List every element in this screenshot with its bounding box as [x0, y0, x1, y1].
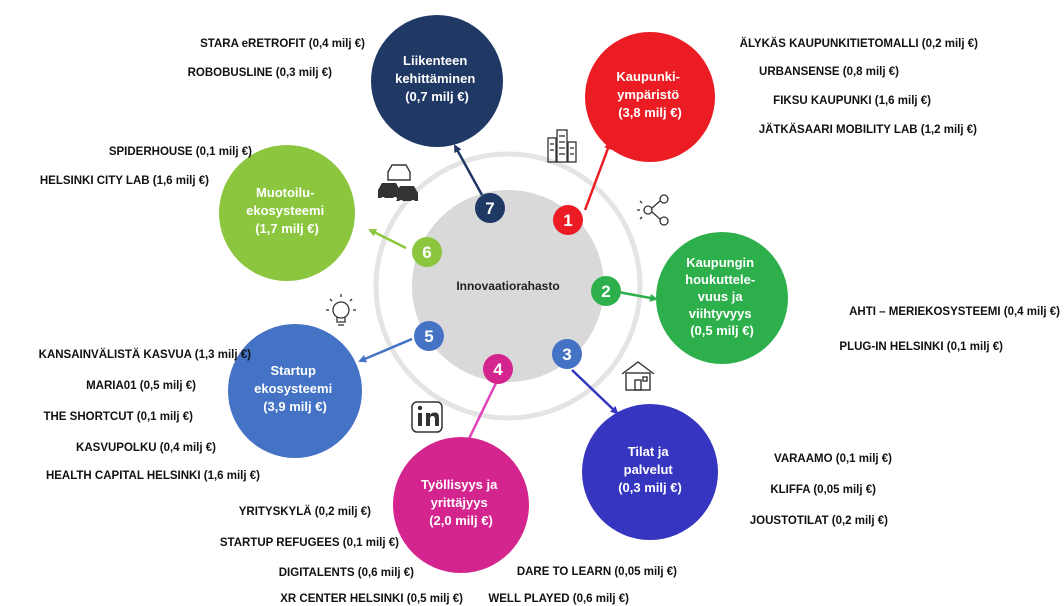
- theme-3-line-3: (0,3 milj €): [618, 480, 682, 495]
- linkedin-icon: [411, 401, 443, 433]
- theme-2-line-3: vuus ja: [698, 289, 744, 304]
- project-label: HEALTH CAPITAL HELSINKI (1,6 milj €): [46, 470, 260, 482]
- badge-2-number: 2: [601, 282, 610, 301]
- house-icon: [621, 361, 655, 391]
- arrow-3: [571, 369, 619, 415]
- arrow-2: [617, 290, 658, 302]
- project-label: THE SHORTCUT (0,1 milj €): [43, 411, 193, 423]
- project-label: JOUSTOTILAT (0,2 milj €): [750, 515, 888, 527]
- project-label: URBANSENSE (0,8 milj €): [759, 66, 899, 78]
- badge-4: 4: [483, 354, 513, 384]
- arrow-7: [453, 144, 484, 196]
- project-label: YRITYSKYLÄ (0,2 milj €): [239, 505, 371, 518]
- hub-label: Innovaatiorahasto: [456, 279, 559, 293]
- theme-6: Muotoilu- ekosysteemi (1,7 milj €): [219, 145, 355, 281]
- theme-3: Tilat ja palvelut (0,3 milj €): [582, 404, 718, 540]
- theme-6-line-2: ekosysteemi: [246, 203, 324, 218]
- projects-5: KANSAINVÄLISTÄ KASVUA (1,3 milj €) MARIA…: [39, 348, 261, 482]
- projects-3: VARAAMO (0,1 milj €) KLIFFA (0,05 milj €…: [750, 453, 892, 527]
- theme-1-line-1: Kaupunki-: [616, 69, 680, 84]
- theme-2-line-1: Kaupungin: [686, 255, 754, 270]
- projects-2: AHTI – MERIEKOSYSTEEMI (0,4 milj €) PLUG…: [839, 306, 1060, 353]
- projects-4: YRITYSKYLÄ (0,2 milj €) STARTUP REFUGEES…: [220, 505, 677, 605]
- city-buildings-icon: [547, 129, 577, 163]
- theme-4-line-3: (2,0 milj €): [429, 513, 493, 528]
- project-label: HELSINKI CITY LAB (1,6 milj €): [40, 175, 209, 187]
- lightbulb-icon: [326, 294, 356, 326]
- project-label: DARE TO LEARN (0,05 milj €): [517, 566, 677, 578]
- svg-text:Startup ekosysteemi: Startup ekosysteemi (3,9 milj €): [254, 363, 336, 414]
- project-label: DIGITALENTS (0,6 milj €): [279, 567, 414, 579]
- badge-7-number: 7: [485, 199, 494, 218]
- project-label: SPIDERHOUSE (0,1 milj €): [109, 146, 252, 158]
- arrow-6: [368, 228, 407, 250]
- project-label: XR CENTER HELSINKI (0,5 milj €): [280, 593, 463, 605]
- svg-text:Kaupunki- ympäristö: Kaupunki- ympäristö (3,8 milj €): [616, 69, 683, 120]
- theme-2: Kaupungin houkuttele- vuus ja viihtyvyys…: [656, 232, 788, 364]
- theme-2-line-2: houkuttele-: [685, 272, 755, 287]
- theme-7-line-1: Liikenteen: [403, 53, 467, 68]
- badge-4-number: 4: [493, 360, 503, 379]
- project-label: STARTUP REFUGEES (0,1 milj €): [220, 537, 399, 549]
- badge-3-number: 3: [562, 345, 571, 364]
- theme-6-line-3: (1,7 milj €): [255, 221, 319, 236]
- project-label: JÄTKÄSAARI MOBILITY LAB (1,2 milj €): [759, 123, 977, 136]
- project-label: MARIA01 (0,5 milj €): [86, 380, 196, 392]
- project-label: KASVUPOLKU (0,4 milj €): [76, 442, 216, 454]
- project-label: WELL PLAYED (0,6 milj €): [488, 593, 629, 605]
- project-label: KANSAINVÄLISTÄ KASVUA (1,3 milj €): [39, 348, 252, 361]
- theme-1-line-2: ympäristö: [617, 87, 679, 102]
- theme-1-line-3: (3,8 milj €): [618, 105, 682, 120]
- badge-5: 5: [414, 321, 444, 351]
- project-label: FIKSU KAUPUNKI (1,6 milj €): [773, 95, 931, 107]
- theme-2-line-4: viihtyvyys: [689, 306, 752, 321]
- arrow-1: [583, 141, 612, 211]
- project-label: AHTI – MERIEKOSYSTEEMI (0,4 milj €): [849, 306, 1060, 318]
- theme-7-line-2: kehittäminen: [395, 71, 475, 86]
- badge-2: 2: [591, 276, 621, 306]
- theme-1: Kaupunki- ympäristö (3,8 milj €): [585, 32, 715, 162]
- project-label: STARA eRETROFIT (0,4 milj €): [200, 38, 365, 50]
- svg-text:Muotoilu- ekosysteemi: Muotoilu- ekosysteemi (1,7 milj €): [246, 185, 328, 236]
- hub-circle: [412, 190, 604, 382]
- theme-7: Liikenteen kehittäminen (0,7 milj €): [371, 15, 503, 147]
- badge-3: 3: [552, 339, 582, 369]
- outer-ring: [373, 151, 643, 421]
- projects-1: ÄLYKÄS KAUPUNKITIETOMALLI (0,2 milj €) U…: [740, 37, 979, 136]
- svg-text:Työllisyys ja yrittäjyys: Työllisyys ja yrittäjyys (2,0 milj €): [421, 477, 501, 528]
- badge-6-number: 6: [422, 243, 431, 262]
- project-label: ROBOBUSLINE (0,3 milj €): [188, 67, 333, 79]
- theme-4: Työllisyys ja yrittäjyys (2,0 milj €): [393, 437, 529, 573]
- theme-4-line-1: Työllisyys ja: [421, 477, 498, 492]
- badge-5-number: 5: [424, 327, 433, 346]
- project-label: ÄLYKÄS KAUPUNKITIETOMALLI (0,2 milj €): [740, 37, 979, 50]
- theme-6-line-1: Muotoilu-: [256, 185, 314, 200]
- project-label: VARAAMO (0,1 milj €): [774, 453, 892, 465]
- project-label: KLIFFA (0,05 milj €): [770, 484, 876, 496]
- theme-5-line-3: (3,9 milj €): [263, 399, 327, 414]
- theme-5-line-1: Startup: [270, 363, 316, 378]
- arrow-5: [358, 337, 413, 363]
- projects-6: SPIDERHOUSE (0,1 milj €) HELSINKI CITY L…: [40, 146, 252, 187]
- project-label: PLUG-IN HELSINKI (0,1 milj €): [839, 341, 1003, 353]
- theme-4-line-2: yrittäjyys: [431, 495, 488, 510]
- theme-5-line-2: ekosysteemi: [254, 381, 332, 396]
- theme-2-line-5: (0,5 milj €): [690, 323, 754, 338]
- share-network-icon: [637, 194, 669, 226]
- projects-7: STARA eRETROFIT (0,4 milj €) ROBOBUSLINE…: [188, 38, 366, 79]
- theme-5: Startup ekosysteemi (3,9 milj €): [228, 324, 362, 458]
- svg-text:Liikenteen kehittäminen: Liikenteen kehittäminen (0,7 milj €): [395, 53, 479, 104]
- svg-text:Kaupungin houkuttele-: Kaupungin houkuttele- vuus ja viihtyvyys…: [685, 255, 759, 338]
- theme-3-line-1: Tilat ja: [628, 444, 670, 459]
- badge-7: 7: [475, 193, 505, 223]
- traffic-cars-icon: [378, 164, 418, 204]
- theme-7-line-3: (0,7 milj €): [405, 89, 469, 104]
- badge-1: 1: [553, 205, 583, 235]
- theme-3-line-2: palvelut: [624, 462, 674, 477]
- badge-6: 6: [412, 237, 442, 267]
- svg-text:Tilat ja palvelut: Tilat ja palvelut (0,3 milj €): [618, 444, 682, 495]
- badge-1-number: 1: [563, 211, 572, 230]
